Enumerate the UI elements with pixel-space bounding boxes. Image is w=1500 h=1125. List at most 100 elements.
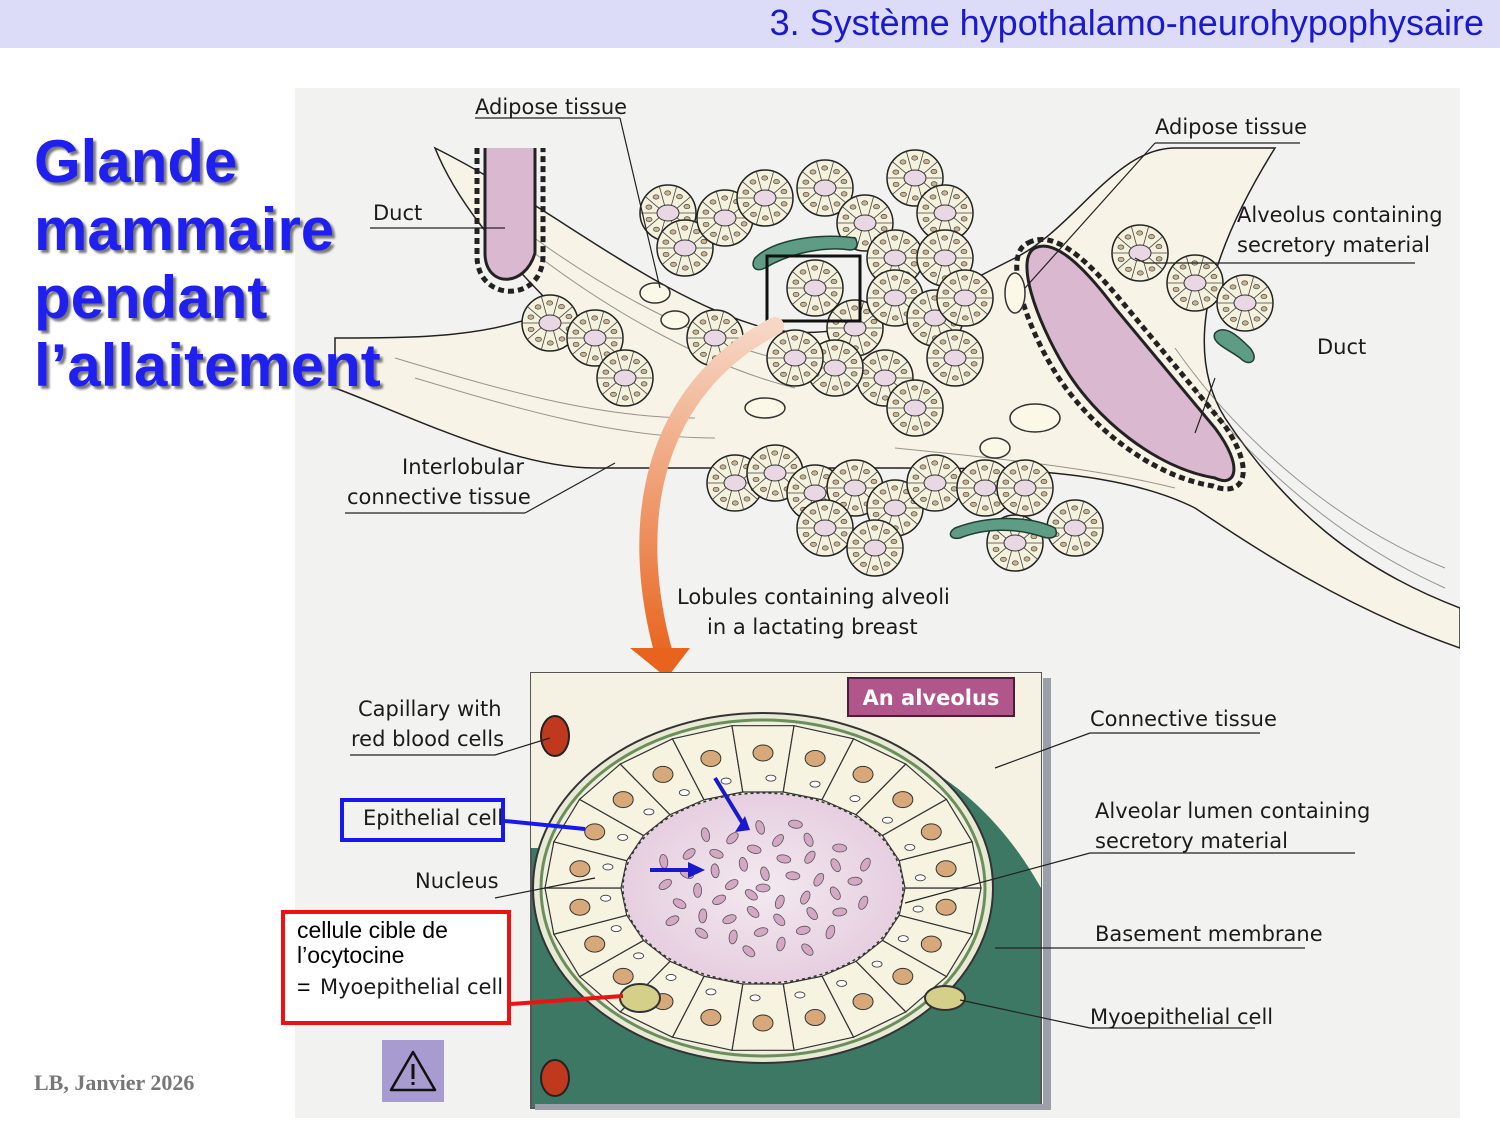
title-line-4: l’allaitement: [34, 332, 381, 399]
blue-connector: [505, 819, 586, 831]
label-capillary-line2: red blood cells: [351, 727, 504, 751]
page-title: Glande mammaire pendant l’allaitement: [34, 128, 494, 400]
target-cell-text: cellule cible de l’ocytocine: [297, 918, 448, 968]
footer-credit: LB, Janvier 2026: [34, 1070, 195, 1095]
label-alveolus-line1: Alveolus containing: [1237, 203, 1443, 227]
duct-right: [1014, 236, 1246, 492]
cell-nucleus: [584, 935, 606, 953]
alveolus: [656, 219, 714, 277]
myoepithelial-label: Myoepithelial cell: [320, 975, 504, 999]
target-line-1: cellule cible de: [297, 917, 448, 943]
duct-left: [474, 148, 546, 294]
label-interlobular-line2: connective tissue: [347, 485, 531, 509]
cell-nucleus: [935, 860, 957, 878]
warning-triangle-glyph: [389, 1050, 437, 1092]
cell-nucleus: [852, 765, 874, 783]
connective-fibers: [394, 207, 1446, 589]
red-connector: [511, 994, 624, 1006]
cell-nucleus: [804, 749, 826, 767]
alveolus: [936, 269, 994, 327]
section-title: 3. Système hypothalamo-neurohypophysaire: [769, 2, 1484, 43]
alveolus: [1166, 254, 1224, 312]
label-basement: Basement membrane: [1095, 922, 1323, 946]
label-adipose-left: Adipose tissue: [475, 95, 627, 119]
alveolus: [1111, 224, 1169, 282]
alveolus: [736, 169, 794, 227]
cell-nucleus: [584, 823, 606, 841]
alveolus: [996, 459, 1054, 517]
alveolus: [886, 379, 944, 437]
alveolus: [1046, 499, 1104, 557]
label-duct-left: Duct: [373, 201, 422, 225]
title-line-2: mammaire: [34, 196, 335, 263]
leader-lines: [345, 117, 1415, 1029]
selected-alveolus-box: [765, 254, 862, 323]
alveolus: [766, 329, 824, 387]
cell-nucleus: [569, 860, 591, 878]
alveolus: [796, 499, 854, 557]
figure-svg: An alveolus Adipose tissue Duct Adipose …: [295, 88, 1460, 1118]
alveolus: [786, 259, 844, 317]
warning-triangle-icon[interactable]: [382, 1040, 444, 1102]
label-lobules-line1: Lobules containing alveoli: [677, 585, 950, 609]
alveolus: [566, 309, 624, 367]
cell-nucleus: [892, 967, 914, 985]
alveolus-badge-label: An alveolus: [863, 686, 1000, 710]
cell-nucleus: [892, 791, 914, 809]
epithelial-highlight-box: [340, 798, 505, 842]
cell-nucleus: [752, 1014, 774, 1032]
equals-sign: =: [297, 974, 311, 1000]
capillary-segments: [752, 235, 1255, 540]
label-duct-right: Duct: [1317, 335, 1366, 359]
alveolus: [866, 229, 924, 287]
blue-arrow-down: [713, 776, 745, 826]
cell-nucleus: [612, 791, 634, 809]
title-line-3: pendant: [34, 264, 268, 331]
cell-nucleus: [920, 935, 942, 953]
label-myoepithelial-right: Myoepithelial cell: [1090, 1005, 1273, 1029]
label-adipose-right: Adipose tissue: [1155, 115, 1307, 139]
epithelial-cells-ring: [544, 724, 982, 1052]
mammary-gland-figure: An alveolus Adipose tissue Duct Adipose …: [295, 88, 1460, 1118]
label-interlobular-line1: Interlobular: [402, 455, 524, 479]
cell-nucleus: [935, 898, 957, 916]
myoepithelial-cell-right: [924, 985, 966, 1011]
label-lumen-line2: secretory material: [1095, 829, 1288, 853]
myoepithelial-cell-left: [619, 983, 661, 1013]
blue-arrow-down-head: [735, 816, 750, 832]
label-capillary-line1: Capillary with: [358, 697, 502, 721]
header-bar: [0, 0, 1500, 48]
cell-nucleus: [752, 744, 774, 762]
zoom-arrow: [639, 317, 784, 667]
cell-nucleus: [652, 765, 674, 783]
red-blood-cell-2: [540, 1059, 570, 1097]
label-lobules-line2: in a lactating breast: [707, 615, 918, 639]
alveolus: [926, 329, 984, 387]
alveolus: [916, 184, 974, 242]
alveolus-badge: [847, 677, 1015, 717]
alveolus: [956, 459, 1014, 517]
adipose-cells: [639, 272, 1061, 459]
cell-nucleus: [852, 993, 874, 1011]
alveolus-detail-panel: [530, 672, 1051, 1110]
alveolus: [906, 454, 964, 512]
target-cell-annotation: cellule cible de l’ocytocine = Myoepithe…: [281, 910, 511, 1025]
label-connective: Connective tissue: [1090, 707, 1277, 731]
red-blood-cell-1: [540, 715, 570, 757]
blue-arrow-right-head: [688, 862, 705, 878]
label-nucleus: Nucleus: [415, 869, 499, 893]
title-line-1: Glande: [34, 128, 238, 195]
cell-nucleus: [700, 749, 722, 767]
cell-nucleus: [804, 1009, 826, 1027]
cell-nucleus: [612, 967, 634, 985]
secretory-material: [658, 819, 871, 958]
cell-nucleus: [700, 1009, 722, 1027]
label-epithelial: Epithelial cell: [363, 806, 503, 830]
label-alveolus-line2: secretory material: [1237, 233, 1430, 257]
target-line-2: l’ocytocine: [297, 942, 405, 968]
alveolus: [1216, 274, 1274, 332]
alveolus: [596, 349, 654, 407]
alveolus: [796, 159, 854, 217]
label-lumen-line1: Alveolar lumen containing: [1095, 799, 1370, 823]
cell-nucleus: [920, 823, 942, 841]
